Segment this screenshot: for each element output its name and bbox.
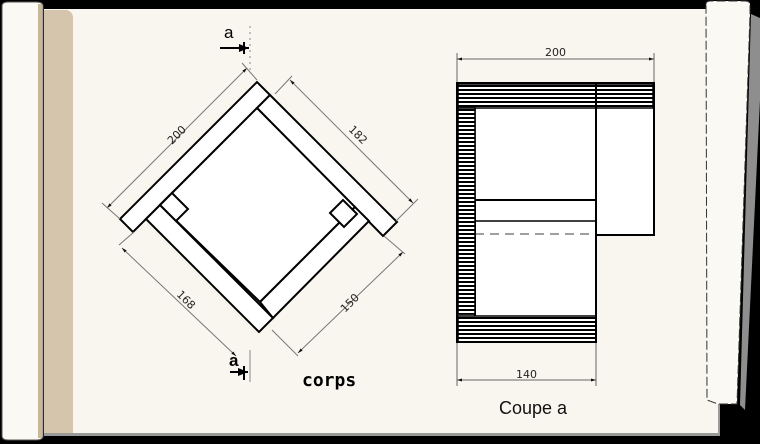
svg-text:a: a [224,23,234,42]
dimension-140-section: 140 [456,343,597,386]
corner-block-right [328,198,359,229]
section-view: 200 140 Coupe a [456,46,655,418]
section-view-title: Coupe a [499,398,568,418]
svg-text:200: 200 [545,46,566,59]
plan-view: a a [101,23,419,391]
svg-text:a: a [229,351,239,370]
bottom-hatched-panel [457,315,597,343]
section-marker-top: a [220,23,249,54]
dimension-200-plan: 200 [101,62,258,220]
top-hatched-panel [457,83,654,109]
left-scroll-roll [1,1,44,441]
plan-view-title: corps [302,370,356,391]
svg-text:140: 140 [516,368,537,381]
right-scroll-roll [705,0,760,410]
section-marker-bottom: a [229,351,248,380]
dimension-200-section: 200 [456,46,655,82]
